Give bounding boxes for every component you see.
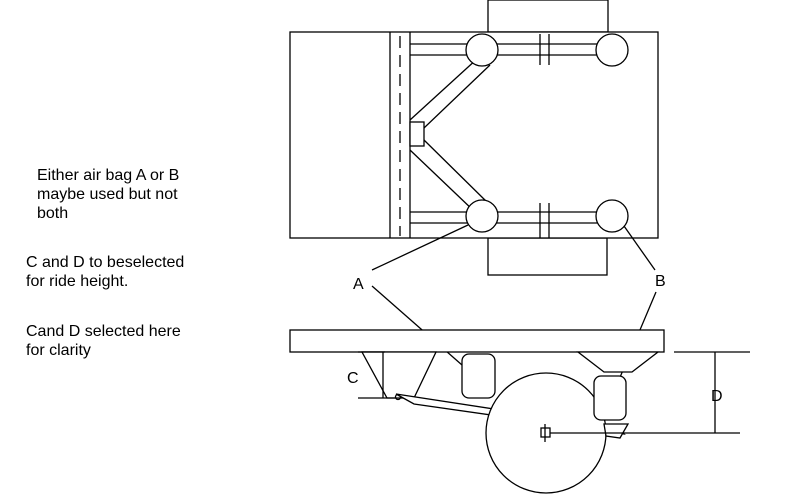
side-airbag-b [593,375,627,421]
plan-brace-lower-2 [423,139,491,206]
plan-top-tab [487,0,609,33]
label-c: C [347,370,359,387]
plan-airbag-b-top [595,33,629,67]
plan-view [289,0,659,276]
leader-b-plan [623,225,656,271]
side-view [289,329,665,494]
side-front-hanger [360,351,438,399]
note-clarity-line1: Cand D selected here [26,323,181,340]
plan-airbag-b-bottom [595,199,629,233]
side-airbag-a [461,353,496,399]
label-b: B [655,273,666,290]
side-arm-end [603,423,630,439]
side-frame-rail [289,329,665,353]
note-airbag-choice-line2: maybe used but not [37,186,178,203]
note-ride-height: C and D to beselected for ride height. [26,253,184,291]
label-d: D [711,388,723,405]
side-rear-hanger [576,351,660,373]
note-airbag-choice: Either air bag A or B maybe used but not… [37,166,179,223]
note-clarity: Cand D selected here for clarity [26,322,181,360]
note-ride-height-line1: C and D to beselected [26,254,185,271]
note-ride-height-line2: for ride height. [26,273,129,290]
plan-brace-lower-1 [409,149,476,213]
plan-airbag-a-top [465,33,499,67]
note-clarity-line2: for clarity [26,342,91,359]
plan-airbag-a-bottom [465,199,499,233]
dimension-c: C [347,351,395,399]
plan-brace-upper-2 [423,64,491,129]
plan-brace-bracket [409,121,425,147]
plan-brace-upper-1 [409,57,479,121]
note-airbag-choice-line1: Either air bag A or B [37,167,180,184]
dimension-d: D [550,351,750,434]
label-a: A [353,276,364,293]
note-airbag-choice-line3: both [37,205,69,222]
leader-a-plan [371,224,469,271]
plan-bottom-tab [487,237,608,276]
